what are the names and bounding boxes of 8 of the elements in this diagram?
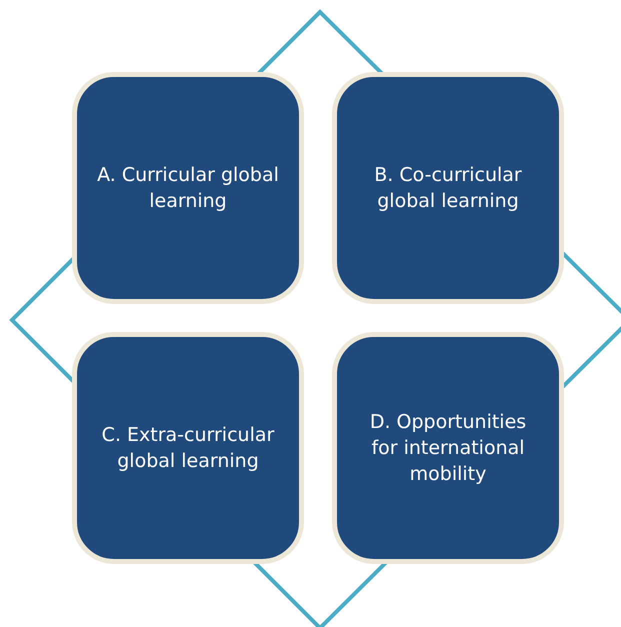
card-text: D. Opportunities for international mobility [368,410,528,487]
rounded-square [72,72,304,304]
rounded-square [72,332,304,564]
card-text: C. Extra-curricular global learning [100,423,276,474]
card-text: B. Co-curricular global learning [373,163,523,214]
rounded-square [332,332,564,564]
rounded-square [332,72,564,304]
card-text: A. Curricular global learning [96,163,280,214]
